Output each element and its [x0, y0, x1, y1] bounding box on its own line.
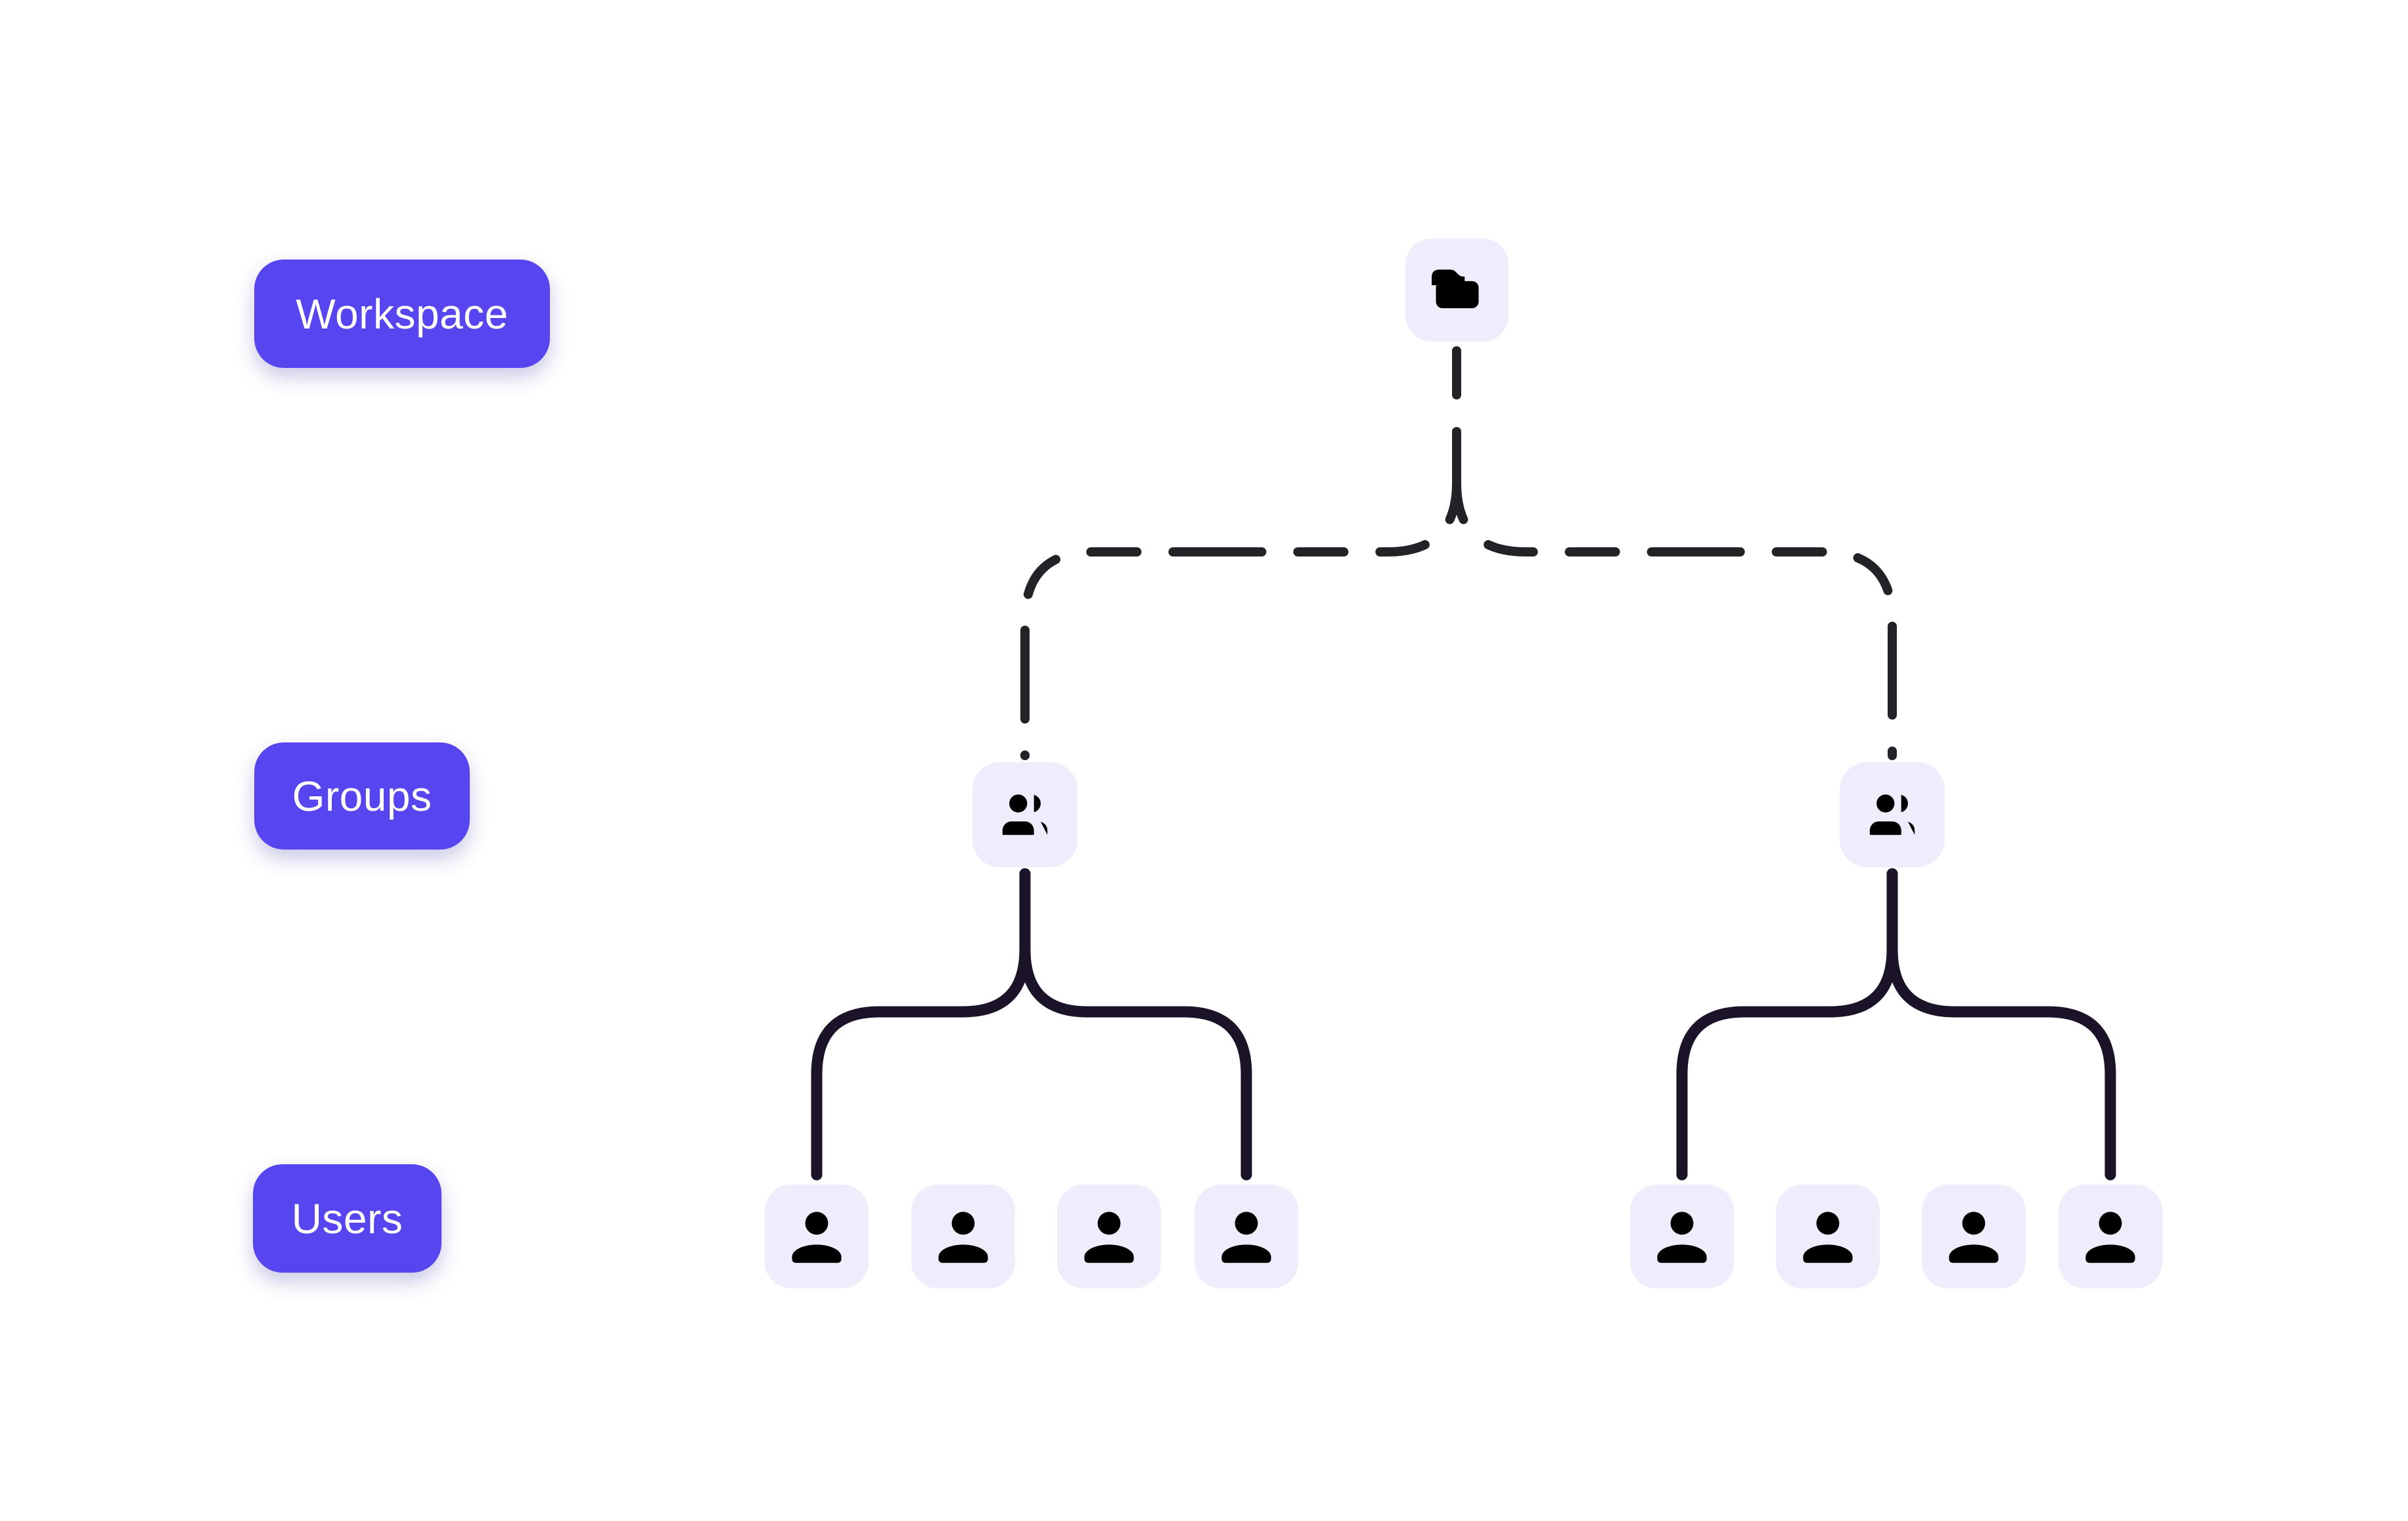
user-icon — [781, 1200, 853, 1273]
user-icon — [1938, 1200, 2010, 1273]
workspace-to-group1-dashed-connector — [1020, 427, 1461, 760]
group2-to-user5-connector — [1676, 868, 1898, 1181]
users-label-pill: Users — [253, 1164, 442, 1273]
user-node-6 — [1776, 1185, 1880, 1288]
folder-icon — [1424, 258, 1490, 323]
group1-to-user1-connector — [811, 868, 1031, 1181]
workspace-to-group2-dashed-connector — [1452, 427, 1897, 760]
user-icon — [2074, 1200, 2147, 1273]
group-node-2 — [1840, 762, 1945, 867]
user-node-5 — [1630, 1185, 1734, 1288]
group-node-1 — [972, 762, 1078, 867]
user-node-1 — [765, 1185, 869, 1288]
user-icon — [1073, 1200, 1145, 1273]
user-node-3 — [1057, 1185, 1161, 1288]
user-icon — [1646, 1200, 1718, 1273]
group2-to-user8-connector — [1886, 868, 2116, 1181]
group1-to-user4-connector — [1019, 868, 1252, 1181]
user-icon — [1210, 1200, 1283, 1273]
groups-label-pill: Groups — [254, 742, 470, 850]
user-node-7 — [1922, 1185, 2026, 1288]
user-icon — [1792, 1200, 1864, 1273]
workspace-label-pill: Workspace — [254, 260, 550, 368]
workspace-node — [1405, 238, 1509, 342]
user-node-8 — [2058, 1185, 2162, 1288]
users-icon — [998, 788, 1052, 842]
user-icon — [927, 1200, 999, 1273]
user-node-2 — [911, 1185, 1015, 1288]
users-icon — [1865, 788, 1919, 842]
user-node-4 — [1194, 1185, 1298, 1288]
